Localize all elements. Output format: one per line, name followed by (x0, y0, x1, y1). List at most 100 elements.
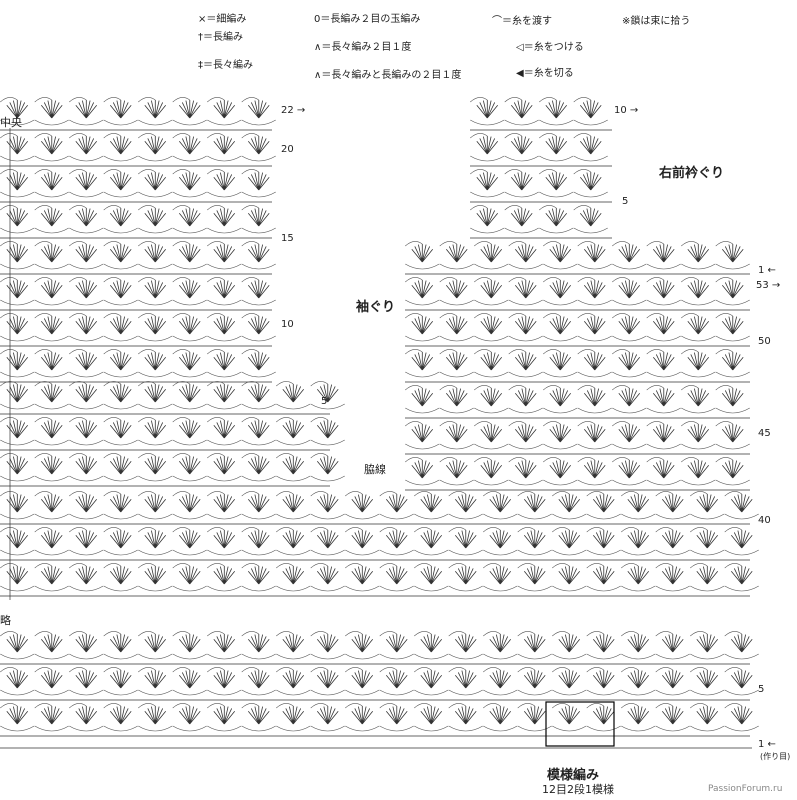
chain-arch (690, 585, 725, 592)
fan-stitch-group (385, 529, 408, 549)
chain-arch (34, 227, 69, 234)
chain-arch (241, 585, 276, 592)
chain-arch (552, 549, 587, 556)
chain-arch (646, 241, 664, 247)
row-label: 40 (758, 515, 771, 526)
fan-stitch-group (247, 455, 270, 475)
chain-arch (517, 563, 535, 569)
chain-arch (172, 513, 207, 520)
chain-arch (0, 475, 35, 482)
chain-arch (34, 277, 52, 283)
row-label: 1 ← (758, 265, 776, 276)
chain-arch (34, 513, 69, 520)
chain-arch (103, 299, 138, 306)
fan-stitch-group (583, 279, 606, 299)
chain-arch (483, 585, 518, 592)
fan-stitch-group (579, 171, 602, 191)
chain-arch (172, 299, 207, 306)
chain-arch (138, 349, 156, 355)
chain-arch (138, 689, 173, 696)
fan-stitch-group (652, 387, 675, 407)
chain-arch (345, 653, 380, 660)
fan-stitch-group (6, 171, 29, 191)
fan-stitch-group (109, 351, 132, 371)
chain-arch (207, 667, 225, 673)
fan-stitch-group (652, 351, 675, 371)
chain-arch (483, 563, 501, 569)
fan-stitch-group (480, 387, 503, 407)
chain-arch (103, 703, 121, 709)
chain-arch (483, 631, 501, 637)
chain-arch (276, 549, 311, 556)
chain-arch (474, 277, 492, 283)
chain-arch (34, 653, 69, 660)
fan-stitch-group (316, 565, 339, 585)
chain-arch (470, 169, 488, 175)
chain-arch (103, 241, 121, 247)
fan-stitch-group (445, 423, 468, 443)
row-label: 5 (321, 396, 328, 407)
chain-arch (34, 241, 52, 247)
chain-arch (207, 491, 225, 497)
chain-arch (612, 421, 630, 427)
chain-arch (103, 585, 138, 592)
fan-stitch-group (721, 351, 744, 371)
fan-stitch-group (109, 633, 132, 653)
chain-arch (207, 725, 242, 732)
chain-arch (0, 703, 18, 709)
chain-arch (724, 653, 759, 660)
chain-arch (69, 439, 104, 446)
chain-arch (138, 263, 173, 270)
chain-arch (34, 191, 69, 198)
chain-arch (405, 371, 440, 378)
chain-arch (276, 631, 294, 637)
chain-arch (34, 725, 69, 732)
fan-stitch-group (6, 669, 29, 689)
fan-stitch-group (6, 207, 29, 227)
chain-arch (241, 667, 259, 673)
chain-arch (345, 513, 380, 520)
chain-arch (34, 491, 52, 497)
chain-arch (577, 241, 595, 247)
chain-arch (448, 563, 466, 569)
fan-stitch-group (144, 99, 167, 119)
fan-stitch-group (40, 279, 63, 299)
fan-stitch-group (489, 565, 512, 585)
chain-arch (483, 513, 518, 520)
fan-stitch-group (144, 565, 167, 585)
chain-arch (69, 119, 104, 126)
fan-stitch-group (549, 351, 572, 371)
chain-arch (543, 421, 561, 427)
fan-stitch-group (6, 383, 29, 403)
chain-arch (241, 381, 259, 387)
chain-arch (276, 439, 311, 446)
chain-arch (241, 169, 259, 175)
fan-stitch-group (75, 705, 98, 725)
chain-arch (172, 725, 207, 732)
chain-arch (69, 97, 87, 103)
chain-arch (172, 475, 207, 482)
chain-arch (69, 527, 87, 533)
fan-stitch-group (489, 669, 512, 689)
fan-stitch-group (558, 565, 581, 585)
chain-arch (241, 335, 276, 342)
chain-arch (69, 349, 87, 355)
fan-stitch-group (480, 459, 503, 479)
chain-arch (276, 491, 294, 497)
chain-arch (241, 299, 276, 306)
chain-arch (69, 313, 87, 319)
fan-stitch-group (316, 633, 339, 653)
fan-stitch-group (75, 135, 98, 155)
chain-arch (345, 631, 363, 637)
chain-arch (310, 631, 328, 637)
chain-arch (655, 667, 673, 673)
chain-arch (379, 585, 414, 592)
chain-arch (207, 513, 242, 520)
chain-arch (724, 549, 759, 556)
chain-arch (138, 453, 156, 459)
chain-arch (577, 335, 612, 342)
chain-arch (172, 169, 190, 175)
chain-arch (34, 313, 52, 319)
chain-arch (34, 689, 69, 696)
fan-stitch-group (687, 351, 710, 371)
